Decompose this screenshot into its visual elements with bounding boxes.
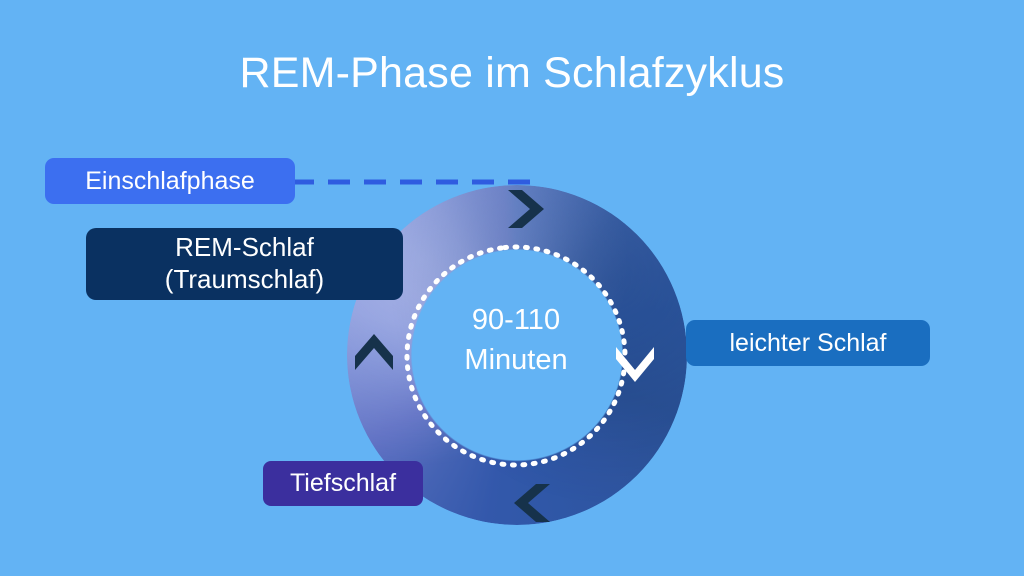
chevron-left-icon — [514, 484, 550, 522]
page-title: REM-Phase im Schlafzyklus — [239, 49, 785, 97]
chevron-down-arrowhead-icon — [616, 347, 654, 382]
cycle-duration-unit: Minuten — [464, 344, 568, 377]
stage-badge-leichter-schlaf[interactable]: leichter Schlaf — [686, 320, 930, 366]
dotted-cycle-path-icon — [404, 244, 628, 468]
stage-label-einschlafphase: Einschlafphase — [85, 166, 255, 195]
stage-label-rem-schlaf-line1: REM-Schlaf — [175, 232, 314, 263]
stage-label-rem-schlaf-line2: (Traumschlaf) — [164, 264, 325, 294]
stage-label-leichter-schlaf: leichter Schlaf — [729, 328, 887, 357]
stage-badge-einschlafphase[interactable]: Einschlafphase — [45, 158, 295, 204]
stage-badge-tiefschlaf[interactable]: Tiefschlaf — [263, 461, 423, 506]
dashed-connector-icon — [292, 179, 538, 185]
cycle-duration-value: 90-110 — [471, 304, 561, 336]
chevron-right-icon — [508, 190, 544, 228]
cycle-duration-label: 90-110 Minuten — [402, 300, 630, 380]
stage-label-tiefschlaf: Tiefschlaf — [289, 469, 397, 498]
chevron-up-icon — [355, 334, 393, 370]
stage-badge-rem-schlaf[interactable]: REM-Schlaf (Traumschlaf) — [86, 228, 403, 300]
